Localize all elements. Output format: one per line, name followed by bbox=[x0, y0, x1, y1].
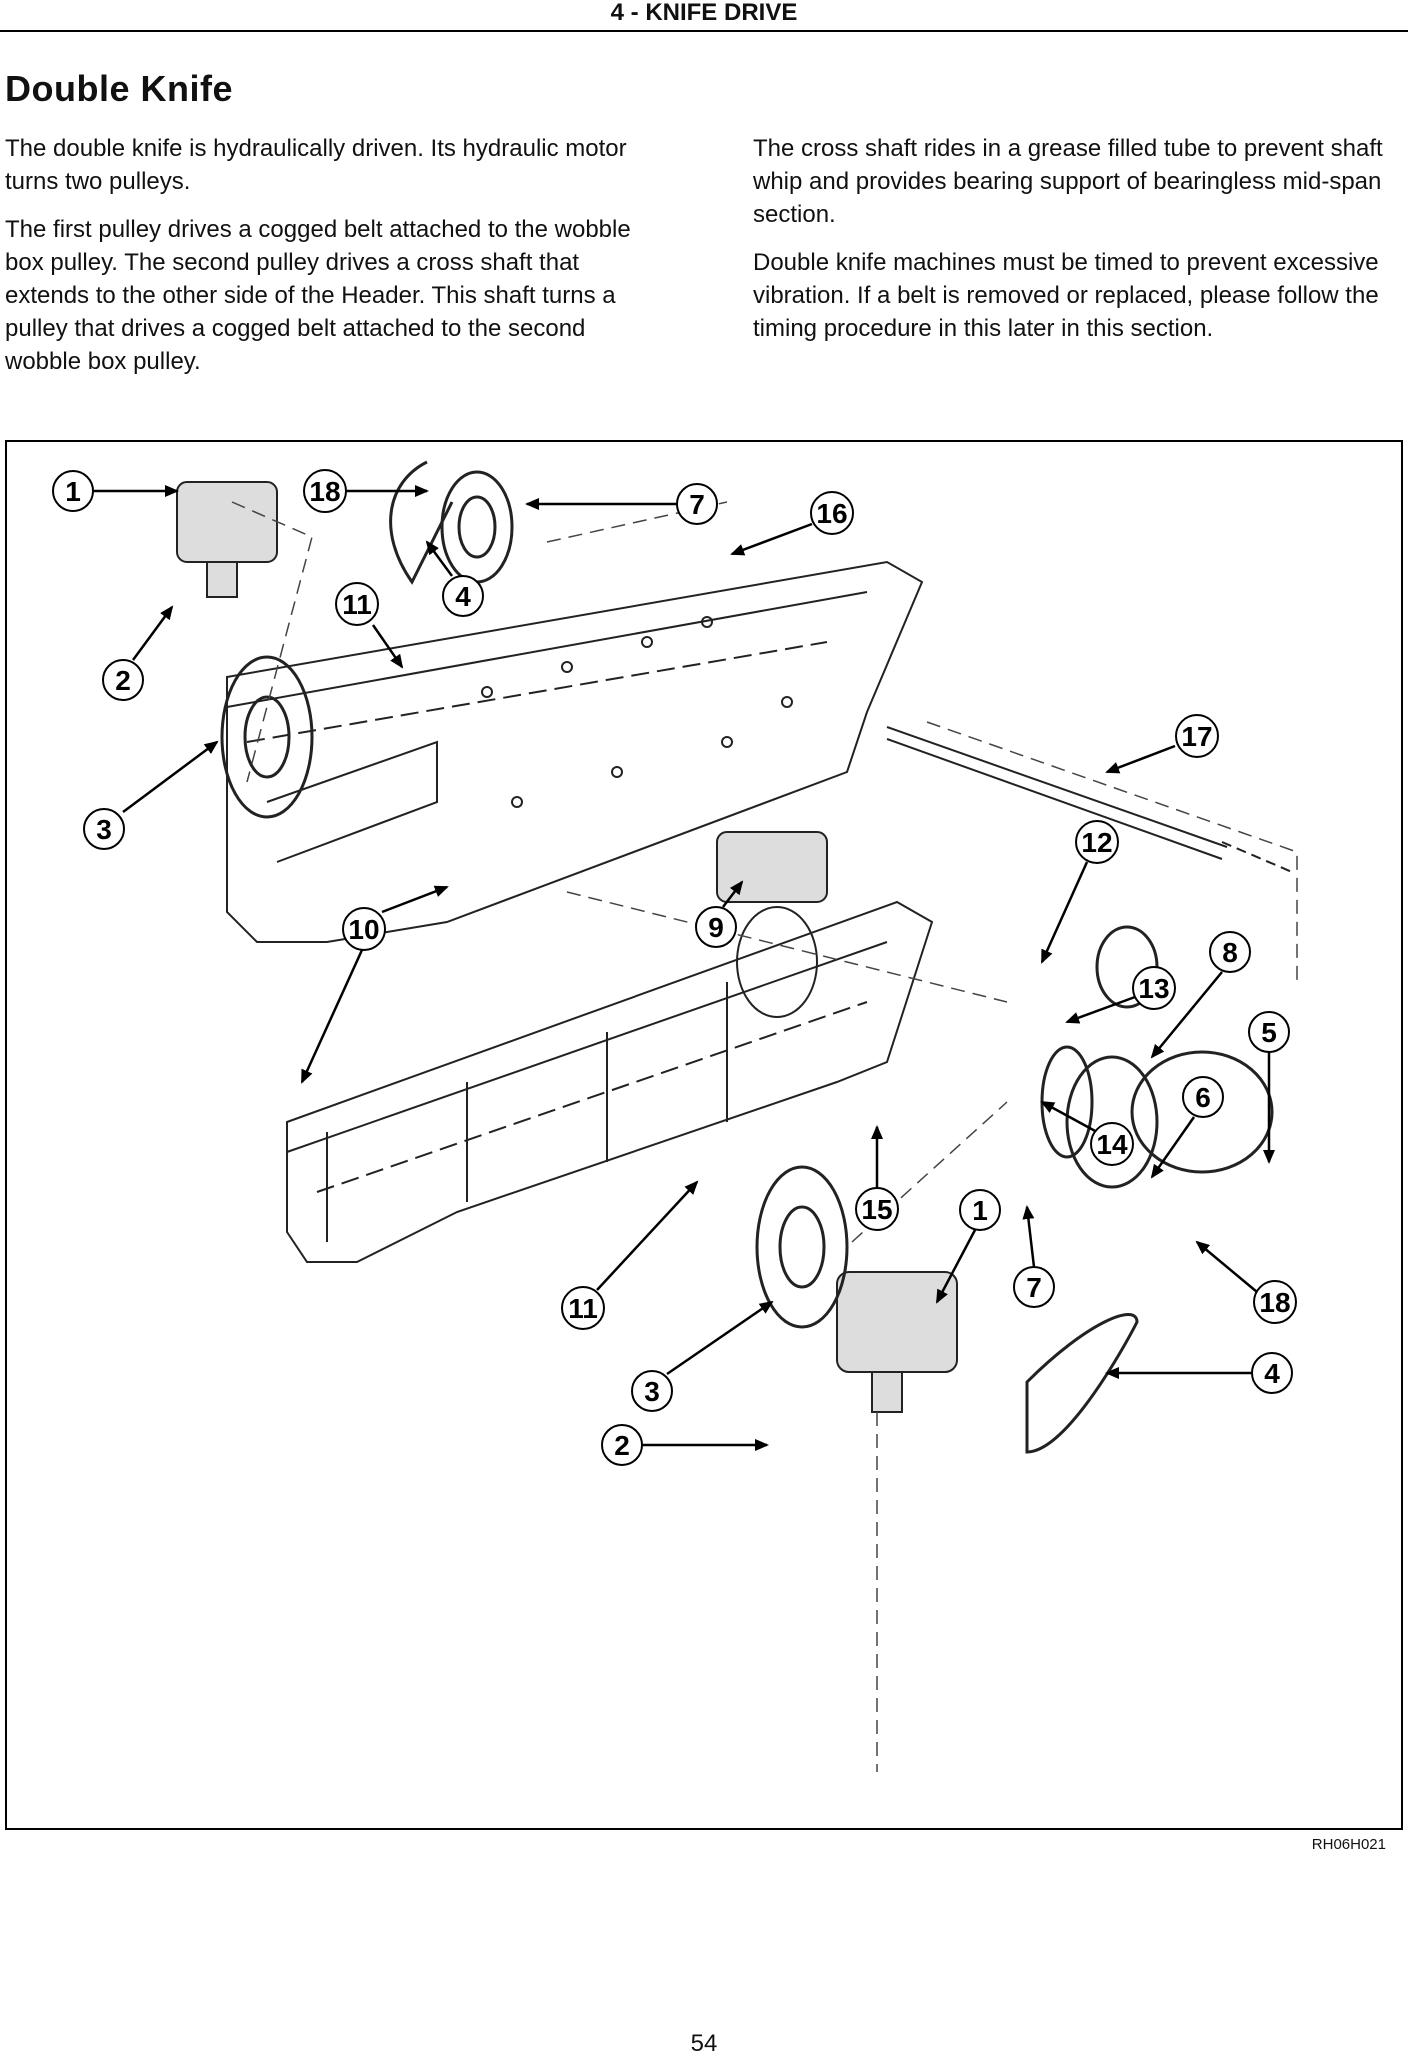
page-number: 54 bbox=[690, 2030, 718, 2057]
callout-4-lower: 4 bbox=[1105, 1352, 1293, 1394]
callout-label: 17 bbox=[1181, 721, 1212, 752]
callout-label: 8 bbox=[1222, 937, 1238, 968]
callout-label: 5 bbox=[1261, 1017, 1277, 1048]
callout-6: 6 bbox=[1150, 1076, 1224, 1179]
callout-label: 2 bbox=[115, 665, 131, 696]
callout-label: 1 bbox=[65, 476, 81, 507]
callout-11: 11 bbox=[335, 582, 404, 669]
wobble-box-lower bbox=[836, 1271, 958, 1413]
callout-7: 7 bbox=[525, 483, 718, 525]
callout-2: 2 bbox=[102, 605, 174, 701]
header-rule bbox=[0, 30, 1408, 32]
callout-18-lower: 18 bbox=[1195, 1240, 1297, 1324]
upper-header-frame bbox=[226, 560, 924, 943]
paragraph: The double knife is hydraulically driven… bbox=[5, 135, 627, 195]
belts bbox=[389, 460, 1139, 1454]
paragraph: The first pulley drives a cogged belt at… bbox=[5, 216, 631, 375]
page-header: 4 - KNIFE DRIVE bbox=[0, 0, 1408, 34]
callout-2-lower: 2 bbox=[601, 1424, 769, 1466]
section-title: Double Knife bbox=[5, 68, 233, 109]
callout-1-lower: 1 bbox=[935, 1189, 1001, 1304]
callout-17: 17 bbox=[1105, 714, 1219, 774]
callout-label: 12 bbox=[1081, 827, 1112, 858]
callout-4: 4 bbox=[425, 540, 484, 617]
callout-9: 9 bbox=[695, 880, 744, 948]
callout-11-lower: 11 bbox=[561, 1180, 699, 1330]
lower-header-frame bbox=[286, 900, 934, 1263]
callout-14: 14 bbox=[1040, 1100, 1134, 1166]
callout-16: 16 bbox=[730, 491, 854, 556]
callout-label: 11 bbox=[568, 1293, 598, 1324]
callout-8: 8 bbox=[1150, 931, 1251, 1059]
callout-label: 1 bbox=[972, 1195, 988, 1226]
callout-10: 10 bbox=[300, 885, 449, 1084]
left-column: The double knife is hydraulically driven… bbox=[5, 132, 653, 393]
callout-label: 4 bbox=[455, 581, 471, 612]
exploded-view-figure: 1 18 7 16 4 bbox=[5, 440, 1403, 1830]
hydraulic-motor bbox=[716, 831, 828, 903]
callout-label: 18 bbox=[309, 476, 340, 507]
callout-label: 18 bbox=[1259, 1287, 1290, 1318]
callout-label: 4 bbox=[1264, 1358, 1280, 1389]
callout-5: 5 bbox=[1248, 1011, 1290, 1164]
right-column: The cross shaft rides in a grease filled… bbox=[753, 132, 1403, 360]
paragraph: Double knife machines must be timed to p… bbox=[753, 249, 1379, 342]
callout-label: 2 bbox=[614, 1430, 630, 1461]
exploded-diagram: 1 18 7 16 4 bbox=[52, 460, 1298, 1772]
callout-13: 13 bbox=[1065, 966, 1176, 1024]
paragraph: The cross shaft rides in a grease filled… bbox=[753, 135, 1383, 228]
callout-label: 9 bbox=[708, 912, 724, 943]
callout-label: 13 bbox=[1138, 973, 1169, 1004]
callout-3-lower: 3 bbox=[631, 1300, 774, 1412]
cross-shaft bbox=[886, 726, 1293, 873]
wobble-box-upper bbox=[176, 481, 278, 598]
callout-label: 3 bbox=[644, 1376, 660, 1407]
callout-label: 3 bbox=[96, 814, 112, 845]
callout-15: 15 bbox=[855, 1125, 899, 1231]
figure-code: RH06H021 bbox=[1311, 1836, 1386, 1853]
callout-label: 6 bbox=[1195, 1082, 1211, 1113]
callout-7-lower: 7 bbox=[1013, 1205, 1055, 1308]
callout-1: 1 bbox=[52, 470, 179, 512]
callout-group: 1 18 7 16 4 bbox=[52, 469, 1297, 1466]
callout-3: 3 bbox=[83, 740, 219, 850]
callout-label: 10 bbox=[348, 914, 379, 945]
callout-label: 11 bbox=[342, 589, 372, 620]
callout-label: 7 bbox=[1026, 1272, 1042, 1303]
callout-label: 16 bbox=[816, 498, 847, 529]
callout-18: 18 bbox=[303, 469, 429, 513]
callout-12: 12 bbox=[1040, 820, 1119, 964]
callout-label: 15 bbox=[861, 1194, 892, 1225]
callout-label: 7 bbox=[689, 489, 705, 520]
header-title: 4 - KNIFE DRIVE bbox=[610, 0, 798, 26]
callout-label: 14 bbox=[1096, 1129, 1128, 1160]
